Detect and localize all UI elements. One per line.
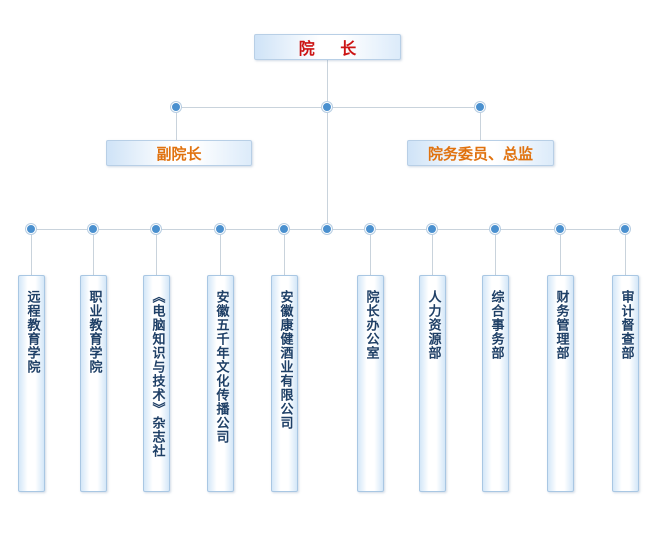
connector-right-drop: [480, 107, 481, 140]
connector-unit-drop: [156, 229, 157, 275]
connector-unit-drop: [495, 229, 496, 275]
junction-dot: [322, 224, 332, 234]
junction-dot: [88, 224, 98, 234]
unit-box-remote-education: 远程教育学院: [18, 275, 45, 492]
junction-dot: [279, 224, 289, 234]
unit-label: 职业教育学院: [86, 290, 102, 374]
connector-unit-drop: [220, 229, 221, 275]
connector-unit-drop: [93, 229, 94, 275]
unit-label: 财务管理部: [553, 290, 569, 360]
connector-unit-drop: [432, 229, 433, 275]
unit-box-president-office: 院长办公室: [357, 275, 384, 492]
junction-dot: [555, 224, 565, 234]
unit-box-vocational-education: 职业教育学院: [80, 275, 107, 492]
unit-label: 安徽康健酒业有限公司: [277, 290, 293, 430]
junction-dot: [26, 224, 36, 234]
connector-unit-drop: [31, 229, 32, 275]
unit-box-finance: 财务管理部: [547, 275, 574, 492]
council-director-label: 院务委员、总监: [427, 144, 533, 163]
unit-box-general-affairs: 综合事务部: [482, 275, 509, 492]
junction-dot: [151, 224, 161, 234]
president-label: 院 长: [298, 39, 367, 58]
connector-unit-drop: [370, 229, 371, 275]
junction-dot: [475, 102, 485, 112]
unit-box-wine-company: 安徽康健酒业有限公司: [271, 275, 298, 492]
connector-left-drop: [176, 107, 177, 140]
junction-dot: [322, 102, 332, 112]
junction-dot: [215, 224, 225, 234]
unit-label: 人力资源部: [425, 290, 441, 360]
connector-unit-drop: [625, 229, 626, 275]
unit-label: 院长办公室: [363, 290, 379, 360]
vice-president-label: 副院长: [156, 144, 202, 163]
council-director-box: 院务委员、总监: [407, 140, 554, 166]
vice-president-box: 副院长: [106, 140, 252, 166]
president-box: 院 长: [254, 34, 401, 60]
connector-unit-drop: [284, 229, 285, 275]
junction-dot: [427, 224, 437, 234]
unit-label: 远程教育学院: [24, 290, 40, 374]
unit-label: 安徽五千年文化传播公司: [213, 290, 229, 444]
unit-box-culture-company: 安徽五千年文化传播公司: [207, 275, 234, 492]
unit-label: 审计督查部: [618, 290, 634, 360]
junction-dot: [171, 102, 181, 112]
junction-dot: [365, 224, 375, 234]
unit-box-audit: 审计督查部: [612, 275, 639, 492]
connector-top-vertical: [327, 60, 328, 230]
unit-label: 《电脑知识与技术》杂志社: [149, 290, 165, 458]
junction-dot: [490, 224, 500, 234]
unit-box-human-resources: 人力资源部: [419, 275, 446, 492]
connector-unit-drop: [560, 229, 561, 275]
unit-label: 综合事务部: [488, 290, 504, 360]
junction-dot: [620, 224, 630, 234]
unit-box-magazine: 《电脑知识与技术》杂志社: [143, 275, 170, 492]
